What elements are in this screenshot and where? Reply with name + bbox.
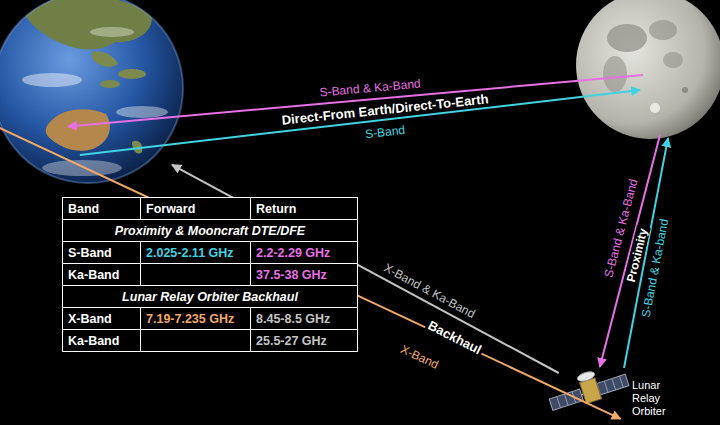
- link-label-wrap: X-Band & Ka-Band: [379, 257, 480, 323]
- link-label-wrap: S-Band: [362, 120, 408, 143]
- earth-globe-art-part: [22, 73, 82, 87]
- table-body: BandForwardReturnProximity & Mooncraft D…: [63, 198, 358, 352]
- node-label: Lunar Relay Orbiter: [632, 379, 680, 418]
- earth-globe-art-part: [0, 0, 183, 183]
- moon-globe-art-part: [576, 0, 720, 139]
- table-row: Ka-Band 37.5-38 GHz: [63, 264, 358, 286]
- moon-globe-art-part: [603, 56, 627, 92]
- moon-globe-art-part: [649, 20, 677, 40]
- relay-orbiter-art-part: [549, 389, 583, 410]
- earth-globe-art-part: [46, 109, 110, 151]
- earth-globe-art-part: [22, 0, 152, 49]
- relay-orbiter-art-part: [586, 376, 587, 380]
- relay-orbiter-art-part: [597, 374, 629, 395]
- relay-orbiter-art-part: [572, 392, 576, 403]
- earth-globe-art-part: [92, 52, 118, 67]
- relay-orbiter-art-part: [604, 381, 608, 392]
- table-row: Lunar Relay Orbiter Backhaul: [63, 286, 358, 308]
- link-label: S-Band: [362, 123, 407, 142]
- earth-globe: [0, 0, 184, 184]
- table-cell: 7.19-7.235 GHz: [141, 308, 251, 330]
- earth-globe-art-part: [116, 106, 168, 118]
- empty-cell: [141, 330, 251, 352]
- link-label-wrap: S-Band & Ka-Band: [317, 73, 424, 100]
- relay-orbiter-art-part: [612, 379, 616, 390]
- relay-orbiter-art-part: [564, 394, 568, 405]
- earth-globe-art-part: [132, 141, 142, 154]
- moon-globe-art-part: [650, 103, 660, 113]
- relay-orbiter: Lunar Relay Orbiter: [545, 362, 682, 420]
- moon-globe-art-part: [682, 87, 688, 93]
- node-text-wrap: Lunar Relay Orbiter: [632, 379, 680, 418]
- relay-orbiter-art-part: [620, 376, 624, 387]
- link-label-wrap: X-Band: [396, 339, 444, 374]
- relay-orbiter-art-part: [545, 362, 630, 414]
- table-cell: Forward: [141, 198, 251, 220]
- relay-orbiter-art-part: [557, 396, 561, 407]
- empty-cell: [141, 264, 251, 286]
- link-group-title: Direct-From Earth/Direct-To-Earth: [279, 92, 491, 128]
- table-cell: 2.025-2.11 GHz: [141, 242, 251, 264]
- link-label: X-Band: [397, 341, 443, 372]
- label-wrap: Backhaul: [423, 315, 486, 359]
- moon-globe: [575, 0, 720, 140]
- table-cell: Ka-Band: [63, 330, 141, 352]
- earth-globe-art-part: [42, 160, 122, 176]
- table-cell: Return: [251, 198, 358, 220]
- earth-globe-art-part: [90, 27, 134, 37]
- table-cell: Lunar Relay Orbiter Backhaul: [63, 286, 358, 308]
- earth-globe-art: [0, 0, 184, 184]
- table-cell: Band: [63, 198, 141, 220]
- table-cell: 37.5-38 GHz: [251, 264, 358, 286]
- relay-orbiter-art-part: [580, 378, 602, 404]
- table-row: Proximity & Mooncraft DTE/DFE: [63, 220, 358, 242]
- frequency-table: BandForwardReturnProximity & Mooncraft D…: [62, 197, 358, 352]
- table-cell: S-Band: [63, 242, 141, 264]
- moon-globe-art-part: [663, 52, 683, 68]
- earth-globe-art-part: [0, 0, 183, 183]
- table-cell: 2.2-2.29 GHz: [251, 242, 358, 264]
- moon-globe-art: [575, 0, 720, 140]
- table-row: X-Band7.19-7.235 GHz8.45-8.5 GHz: [63, 308, 358, 330]
- table-cell: Proximity & Mooncraft DTE/DFE: [63, 220, 358, 242]
- relay-orbiter-art: [545, 362, 635, 420]
- table-cell: X-Band: [63, 308, 141, 330]
- table-row: S-Band2.025-2.11 GHz2.2-2.29 GHz: [63, 242, 358, 264]
- link-label: X-Band & Ka-Band: [380, 260, 479, 322]
- table-cell: 25.5-27 GHz: [251, 330, 358, 352]
- earth-globe-art-part: [100, 80, 120, 88]
- label-wrap: Direct-From Earth/Direct-To-Earth: [279, 89, 492, 129]
- table-cell: 8.45-8.5 GHz: [251, 308, 358, 330]
- table-cell: Ka-Band: [63, 264, 141, 286]
- link-label: S-Band & Ka-Band: [317, 76, 423, 99]
- earth-globe-art-part: [22, 0, 168, 176]
- earth-globe-art-part: [118, 69, 146, 79]
- table-row: BandForwardReturn: [63, 198, 358, 220]
- table-row: Ka-Band 25.5-27 GHz: [63, 330, 358, 352]
- link-group-title: Backhaul: [424, 318, 485, 359]
- link-arrow: [0, 128, 621, 419]
- moon-globe-art-part: [607, 24, 647, 52]
- relay-orbiter-art-part: [576, 370, 596, 383]
